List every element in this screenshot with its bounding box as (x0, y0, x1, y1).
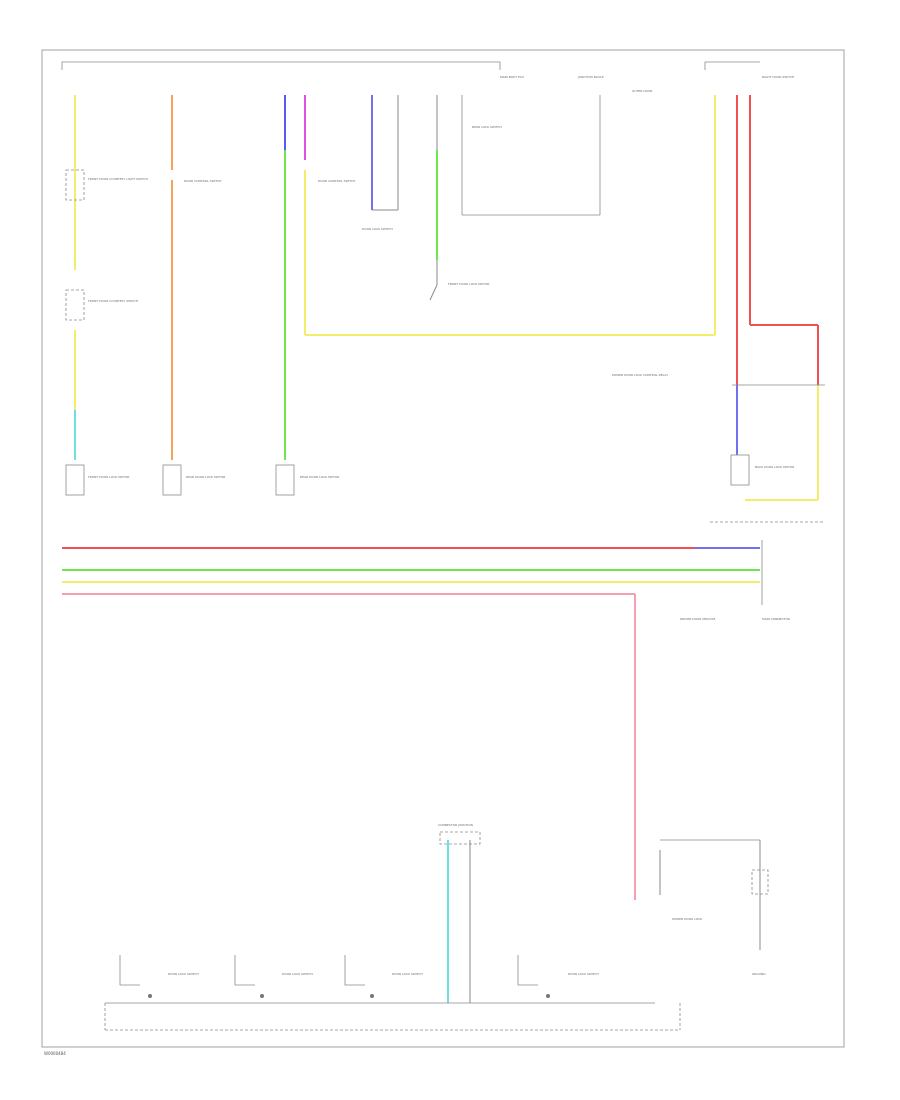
courtesy-switch-2-label: FRONT DOOR COURTESY SWITCH (88, 299, 138, 303)
driver-module-label: DRIVER DOOR MODULE (680, 617, 715, 621)
door-lock-switch-label: DOOR LOCK SWITCH (362, 227, 393, 231)
wire-column-5 (429, 95, 601, 301)
courtesy-switch-1-label: FRONT DOOR COURTESY LIGHT SWITCH (88, 177, 148, 181)
wire-column-1 (65, 95, 85, 460)
bottom-switch-4-label: DOOR LOCK SWITCH (568, 972, 599, 976)
wire-column-right (710, 95, 825, 523)
top-label-junction-block: JUNCTION BLOCK (577, 75, 605, 79)
control-switch-2-label: DOOR CONTROL SWITCH (318, 179, 355, 183)
lock-motor-2-label: REAR DOOR LOCK MOTOR (186, 475, 225, 479)
control-switch-1-label: DOOR CONTROL SWITCH (184, 179, 221, 183)
lock-motor-3-label: REAR DOOR LOCK MOTOR (300, 475, 339, 479)
lock-motor-label: FRONT DOOR LOCK MOTOR (448, 282, 489, 286)
bottom-switches (104, 831, 769, 1031)
lock-motor-1-label: FRONT DOOR LOCK MOTOR (88, 475, 129, 479)
diagram-frame (41, 49, 845, 1048)
bottom-right-ground-label: GROUND (752, 972, 766, 976)
bottom-switch-1-label: DOOR LOCK SWITCH (168, 972, 199, 976)
wire-column-3 (284, 95, 716, 460)
top-label-right-door: RIGHT DOOR SWITCH (762, 75, 794, 79)
rear-lock-switch-label: REAR LOCK SWITCH (472, 125, 502, 129)
top-dashed-enclosure (61, 61, 501, 70)
bottom-relay-label: CONNECTOR JUNCTION (438, 823, 473, 827)
wire-column-4 (371, 95, 399, 211)
back-door-lock-label: BACK DOOR LOCK MOTOR (755, 465, 794, 469)
control-box-label: POWER DOOR LOCK CONTROL RELAY (612, 373, 668, 377)
bottom-switch-3-label: DOOR LOCK SWITCH (392, 972, 423, 976)
main-connector-label: MAIN CONNECTOR (762, 617, 790, 621)
top-label-outer-door: OUTER DOOR (632, 89, 652, 93)
top-right-dashed-enclosure (704, 61, 760, 70)
top-label-main-body-ecu: MAIN BODY ECU (500, 75, 524, 79)
footer-code: W0000484 (44, 1051, 66, 1056)
bottom-switch-2-label: DOOR LOCK SWITCH (282, 972, 313, 976)
bus-wires (62, 540, 763, 900)
lock-motor-row (65, 464, 295, 496)
bottom-right-label: POWER DOOR LOCK (672, 917, 703, 921)
